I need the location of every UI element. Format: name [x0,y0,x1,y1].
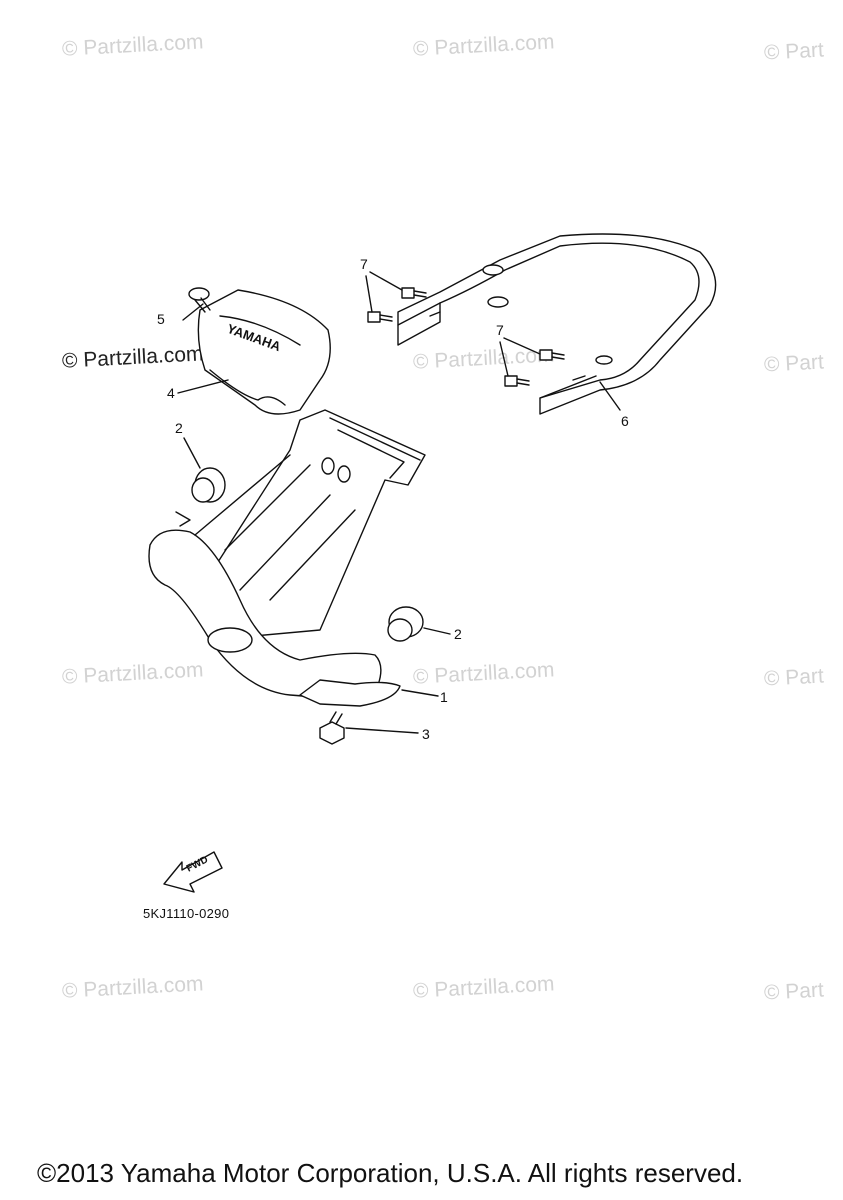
callout-1: 1 [440,689,448,705]
bolt-part-3 [319,711,345,745]
callout-2: 2 [175,420,183,436]
callout-5: 5 [157,311,165,327]
leader-lines [177,271,621,734]
exhaust-pipe-part-1 [148,409,426,707]
fwd-arrow-icon [163,851,223,893]
callout-2: 2 [454,626,462,642]
callout-4: 4 [167,385,175,401]
grab-bar-part-6 [397,233,717,415]
grommet-part-2 [175,467,424,642]
callout-3: 3 [422,726,430,742]
muffler-cover-part-4 [197,289,331,415]
drawing-code: 5KJ1110-0290 [143,906,230,921]
callout-6: 6 [621,413,629,429]
callout-7: 7 [360,256,368,272]
copyright-footer: ©2013 Yamaha Motor Corporation, U.S.A. A… [37,1158,744,1188]
callout-7: 7 [496,322,504,338]
bolt-part-7 [367,287,565,387]
